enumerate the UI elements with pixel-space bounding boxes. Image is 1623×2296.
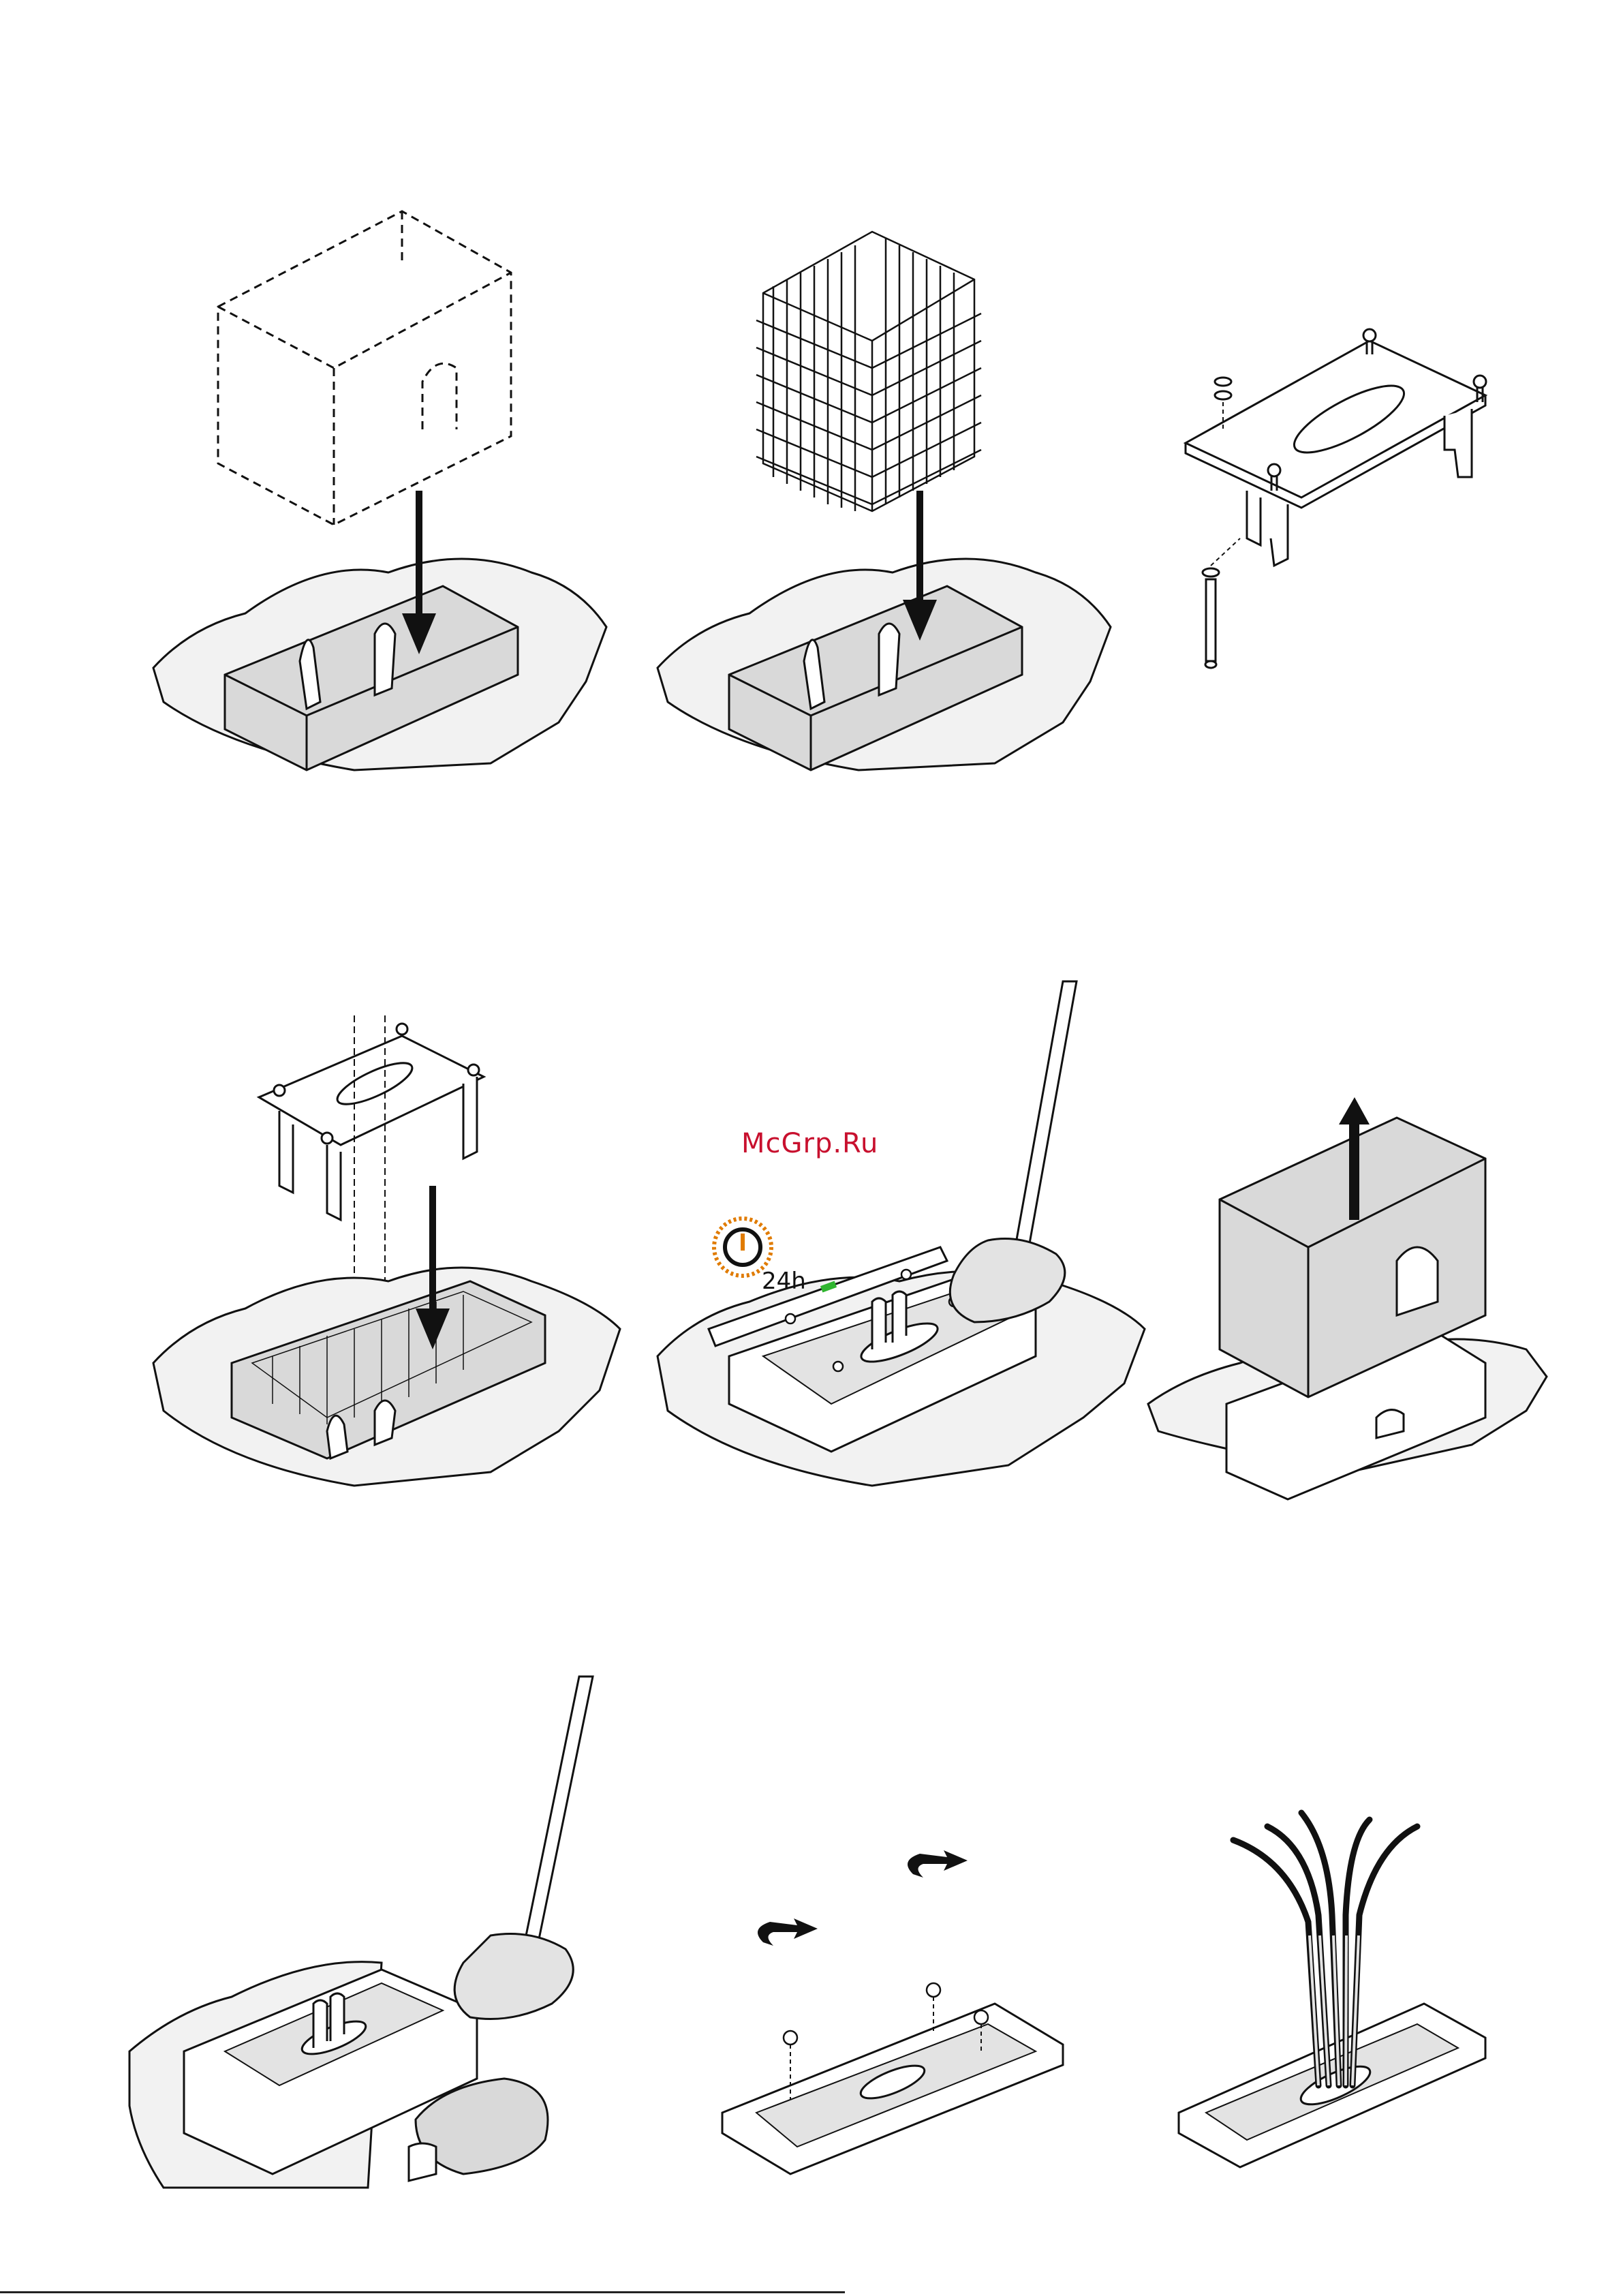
mounting-plate-assembly-icon — [1145, 313, 1499, 682]
rebar-cage-icon — [654, 204, 1117, 770]
pour-and-level-icon — [654, 975, 1158, 1493]
step-8-illustration — [709, 1854, 1090, 2181]
step-2-illustration — [654, 204, 1117, 770]
step-7-illustration — [123, 1670, 627, 2201]
cables-through-plate-icon — [1165, 1799, 1506, 2188]
step-9-illustration — [1165, 1799, 1506, 2188]
step-1-illustration — [150, 204, 613, 770]
remove-formwork-icon — [1145, 1090, 1554, 1499]
remove-nuts-icon — [709, 1854, 1090, 2181]
backfill-icon — [123, 1670, 627, 2201]
step-6-illustration — [1145, 1090, 1554, 1499]
step-5-illustration — [654, 975, 1158, 1493]
step-3-illustration — [1145, 313, 1499, 682]
formwork-insert-icon — [150, 204, 613, 770]
step-4-illustration — [150, 1009, 627, 1486]
timer-label: 24h — [762, 1268, 806, 1295]
plate-placement-icon — [150, 1009, 627, 1486]
watermark: McGrp.Ru — [741, 1128, 878, 1159]
bottom-rule — [0, 2291, 845, 2293]
